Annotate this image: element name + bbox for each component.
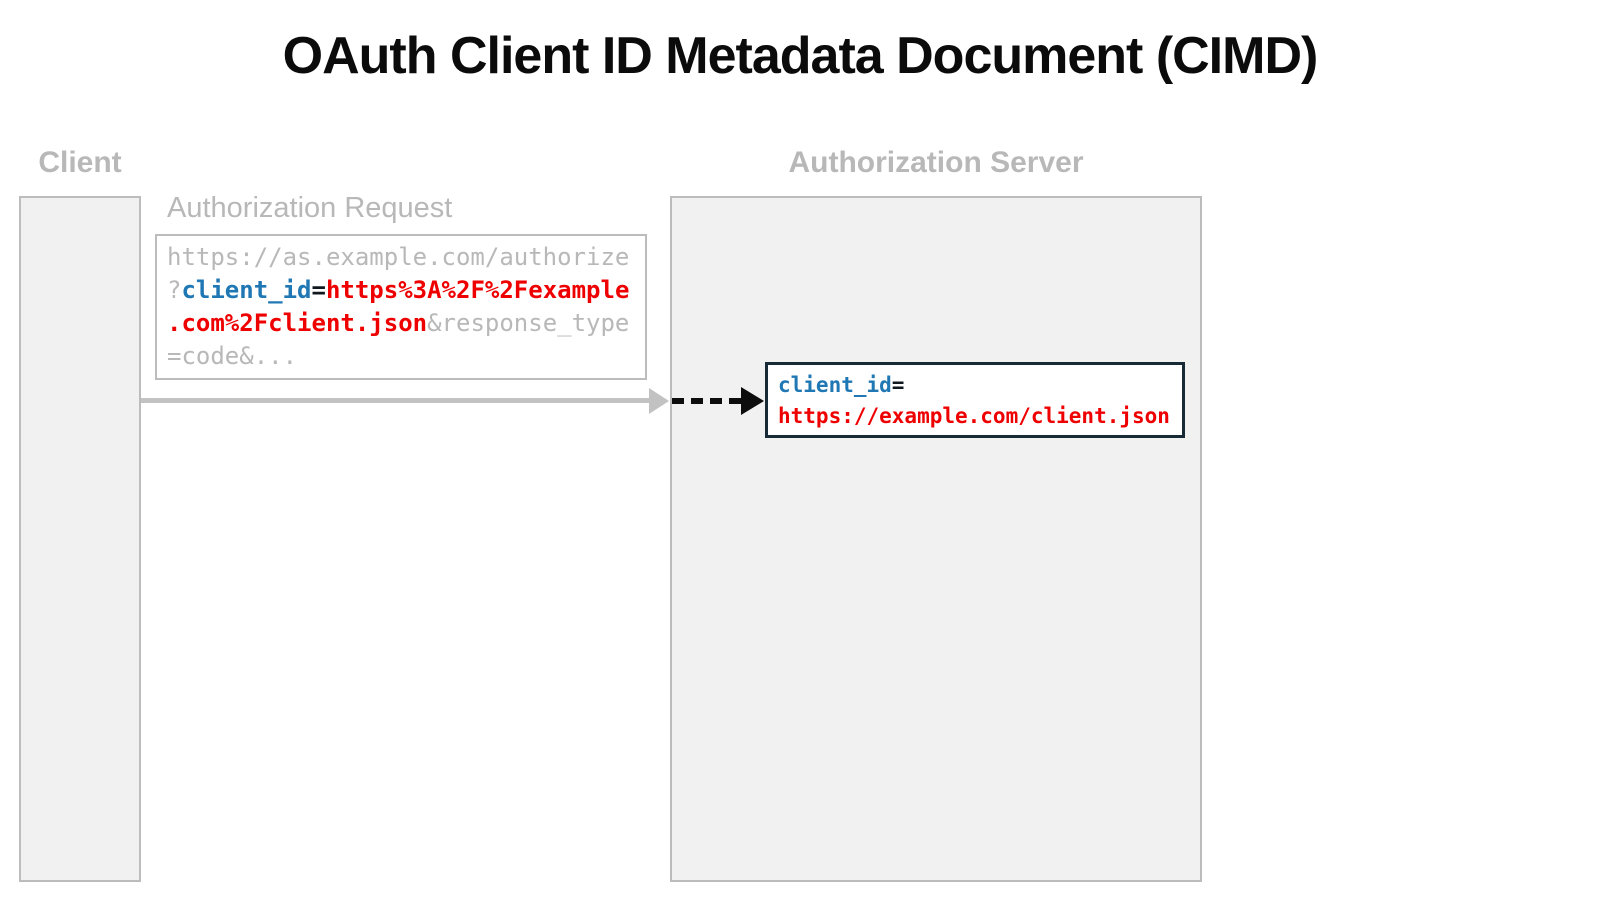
authorization-server-lane-box [670,196,1202,882]
authorization-server-lane-label: Authorization Server [788,146,1084,179]
code-segment: https://as.example.com/authorize [167,243,630,271]
authorization-request-label: Authorization Request [167,192,453,224]
authorization-request-url-box: https://as.example.com/authorize ?client… [155,234,647,380]
request-arrow-line [141,398,649,403]
request-arrowhead-icon [649,388,669,414]
code-segment: &response_type [427,309,630,337]
code-segment: = [891,373,905,397]
code-segment: =code&... [167,342,298,370]
dashed-arrow-line [672,398,742,404]
code-segment: ? [167,276,182,304]
code-segment: .com%2Fclient.json [167,309,428,337]
code-segment: https%3A%2F%2Fexample [325,276,630,304]
code-segment: client_id [181,276,312,304]
client-lane-box [19,196,141,882]
code-segment: client_id [778,373,892,397]
client-lane-label: Client [38,146,122,179]
code-segment: = [311,276,326,304]
dashed-arrowhead-icon [741,387,764,415]
code-segment: https://example.com/client.json [778,404,1170,428]
client-id-callout-box: client_id= https://example.com/client.js… [765,362,1185,438]
page-title: OAuth Client ID Metadata Document (CIMD) [282,27,1319,85]
